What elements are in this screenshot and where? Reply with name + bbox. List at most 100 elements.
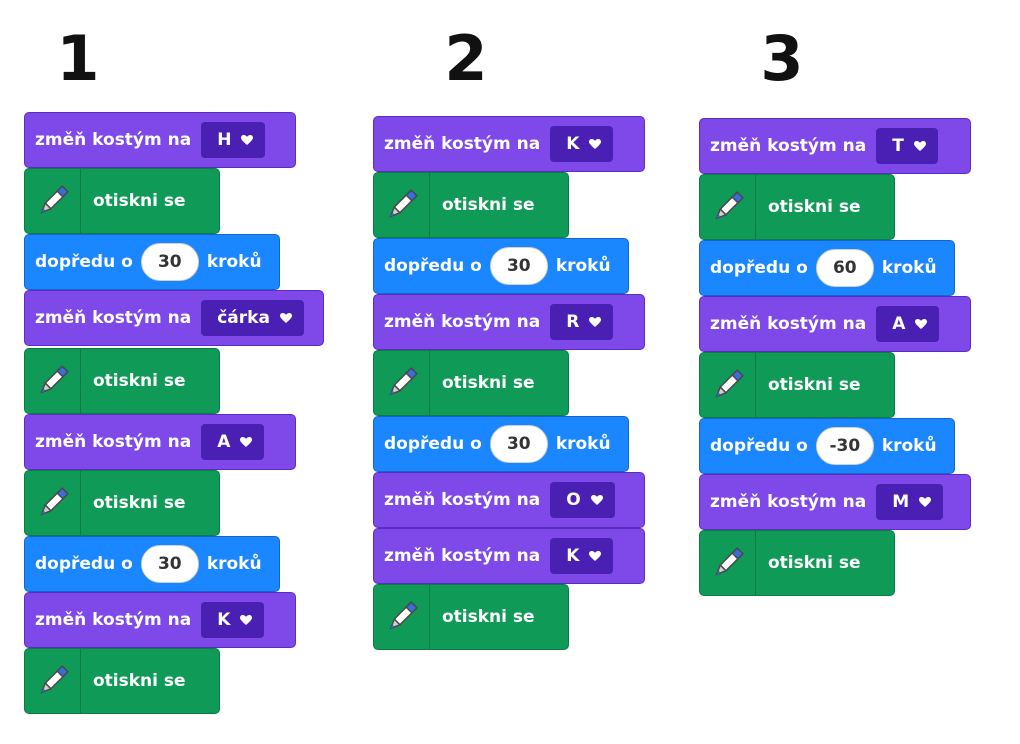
pen-icon <box>25 349 81 413</box>
pen-block[interactable]: otiskni se <box>699 530 895 596</box>
block-suffix: kroků <box>555 256 611 276</box>
block-label: otiskni se <box>93 671 186 691</box>
dropdown-arrow-icon <box>904 141 926 151</box>
steps-input[interactable]: -30 <box>815 427 874 465</box>
block-label: dopředu o <box>35 554 133 574</box>
pen-icon <box>25 169 81 233</box>
motion-block[interactable]: dopředu o -30 kroků <box>699 418 955 474</box>
dropdown-arrow-icon <box>579 139 602 149</box>
costume-dropdown[interactable]: R <box>550 304 614 340</box>
block-label: dopředu o <box>384 434 482 454</box>
costume-dropdown[interactable]: K <box>550 126 614 162</box>
block-label: dopředu o <box>384 256 482 276</box>
steps-input[interactable]: 30 <box>140 243 199 281</box>
block-label: změň kostým na <box>710 136 867 156</box>
looks-block[interactable]: změň kostým na A <box>699 296 971 352</box>
costume-dropdown[interactable]: T <box>876 128 938 164</box>
costume-dropdown[interactable]: čárka <box>201 300 304 336</box>
motion-block[interactable]: dopředu o 30 kroků <box>24 536 280 592</box>
block-label: změň kostým na <box>35 610 192 630</box>
costume-dropdown[interactable]: O <box>550 482 615 518</box>
column-number-3: 3 <box>760 22 804 95</box>
pen-block[interactable]: otiskni se <box>24 348 220 414</box>
block-label: otiskni se <box>442 195 535 215</box>
looks-block[interactable]: změň kostým na R <box>373 294 645 350</box>
pen-icon <box>25 649 81 713</box>
block-label: změň kostým na <box>35 432 192 452</box>
dropdown-arrow-icon <box>909 497 932 507</box>
block-label: změň kostým na <box>384 490 541 510</box>
dropdown-arrow-icon <box>581 495 603 505</box>
block-label: otiskni se <box>93 493 186 513</box>
block-label: změň kostým na <box>710 314 867 334</box>
block-suffix: kroků <box>881 258 937 278</box>
costume-dropdown[interactable]: A <box>876 306 940 342</box>
looks-block[interactable]: změň kostým na O <box>373 472 645 528</box>
looks-block[interactable]: změň kostým na K <box>24 592 296 648</box>
block-label: dopředu o <box>710 436 808 456</box>
dropdown-arrow-icon <box>579 317 602 327</box>
pen-block[interactable]: otiskni se <box>699 352 895 418</box>
looks-block[interactable]: změň kostým na A <box>24 414 296 470</box>
costume-dropdown[interactable]: M <box>876 484 944 520</box>
costume-value: K <box>566 546 580 566</box>
costume-value: M <box>892 492 910 512</box>
block-label: otiskni se <box>442 607 535 627</box>
motion-block[interactable]: dopředu o 30 kroků <box>373 416 629 472</box>
costume-value: R <box>566 312 580 332</box>
dropdown-arrow-icon <box>579 551 602 561</box>
block-label: otiskni se <box>768 197 861 217</box>
block-label: dopředu o <box>710 258 808 278</box>
block-suffix: kroků <box>555 434 611 454</box>
looks-block[interactable]: změň kostým na K <box>373 528 645 584</box>
pen-block[interactable]: otiskni se <box>24 470 220 536</box>
motion-block[interactable]: dopředu o 60 kroků <box>699 240 955 296</box>
pen-block[interactable]: otiskni se <box>699 174 895 240</box>
block-label: změň kostým na <box>384 134 541 154</box>
block-label: otiskni se <box>93 191 186 211</box>
pen-block[interactable]: otiskni se <box>373 350 569 416</box>
costume-dropdown[interactable]: K <box>201 602 265 638</box>
block-suffix: kroků <box>206 554 262 574</box>
dropdown-arrow-icon <box>231 135 254 145</box>
block-label: otiskni se <box>442 373 535 393</box>
costume-value: K <box>566 134 580 154</box>
dropdown-arrow-icon <box>270 313 292 323</box>
costume-dropdown[interactable]: K <box>550 538 614 574</box>
pen-icon <box>374 585 430 649</box>
motion-block[interactable]: dopředu o 30 kroků <box>373 238 629 294</box>
block-suffix: kroků <box>206 252 262 272</box>
pen-block[interactable]: otiskni se <box>373 584 569 650</box>
dropdown-arrow-icon <box>230 437 253 447</box>
block-label: otiskni se <box>768 553 861 573</box>
block-label: otiskni se <box>768 375 861 395</box>
pen-block[interactable]: otiskni se <box>373 172 569 238</box>
block-suffix: kroků <box>881 436 937 456</box>
looks-block[interactable]: změň kostým na M <box>699 474 971 530</box>
steps-input[interactable]: 30 <box>140 545 199 583</box>
pen-block[interactable]: otiskni se <box>24 648 220 714</box>
block-label: změň kostým na <box>384 312 541 332</box>
costume-value: A <box>892 314 906 334</box>
costume-value: O <box>566 490 581 510</box>
costume-value: čárka <box>217 308 270 328</box>
steps-input[interactable]: 30 <box>489 247 548 285</box>
costume-dropdown[interactable]: A <box>201 424 265 460</box>
looks-block[interactable]: změň kostým na T <box>699 118 971 174</box>
steps-input[interactable]: 30 <box>489 425 548 463</box>
pen-block[interactable]: otiskni se <box>24 168 220 234</box>
dropdown-arrow-icon <box>230 615 253 625</box>
column-number-1: 1 <box>56 22 100 95</box>
costume-dropdown[interactable]: H <box>201 122 266 158</box>
costume-value: H <box>217 130 232 150</box>
block-label: změň kostým na <box>384 546 541 566</box>
pen-icon <box>374 173 430 237</box>
block-label: změň kostým na <box>710 492 867 512</box>
looks-block[interactable]: změň kostým na K <box>373 116 645 172</box>
steps-input[interactable]: 60 <box>815 249 874 287</box>
block-label: otiskni se <box>93 371 186 391</box>
column-number-2: 2 <box>444 22 488 95</box>
